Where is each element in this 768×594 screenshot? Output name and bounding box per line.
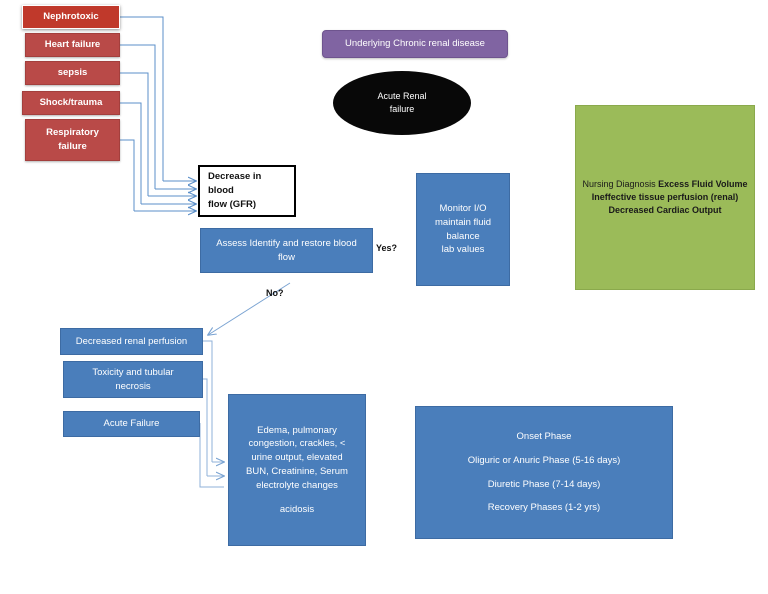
manifestations-box[interactable]: Edema, pulmonary congestion, crackles, <…: [228, 394, 366, 546]
wire-heart-failure: [120, 44, 156, 189]
phases-box[interactable]: Onset Phase Oliguric or Anuric Phase (5-…: [415, 406, 673, 539]
phases-spacer-2: [421, 468, 667, 478]
acute-renal-failure-label: Acute Renal failure: [377, 90, 427, 114]
manifestations-content: Edema, pulmonary congestion, crackles, <…: [229, 424, 365, 517]
mechanism-label-acute-failure: Acute Failure: [103, 418, 160, 430]
nursing-diagnosis-line-1: Nursing Diagnosis: [582, 178, 656, 189]
cause-label-shock-trauma: Shock/trauma: [39, 97, 103, 109]
nursing-diagnosis-line-3: Ineffective tissue perfusion (renal): [591, 191, 739, 202]
cause-label-heart-failure: Heart failure: [44, 39, 101, 51]
nursing-diagnosis-box[interactable]: Nursing Diagnosis Excess Fluid Volume In…: [575, 105, 755, 290]
wire-shock-trauma: [120, 102, 142, 204]
mechanism-box-toxicity-tubular-necrosis[interactable]: Toxicity and tubular necrosis: [63, 361, 203, 398]
mechanism-label-decreased-renal-perfusion: Decreased renal perfusion: [75, 335, 188, 347]
mechanism-box-acute-failure[interactable]: Acute Failure: [63, 411, 200, 437]
wire-nephrotoxic: [120, 16, 164, 181]
cause-box-heart-failure[interactable]: Heart failure: [25, 33, 120, 57]
assess-restore-blood-flow-label: Assess Identify and restore blood flow: [216, 237, 357, 263]
wire-sepsis: [120, 72, 149, 196]
manifestations-spacer: [234, 493, 360, 503]
monitor-io-label: Monitor I/O maintain fluid balance lab v…: [435, 202, 491, 256]
wire-acute-failure: [199, 423, 224, 488]
wire-respiratory-failure: [120, 139, 135, 211]
cause-box-nephrotoxic[interactable]: Nephrotoxic: [22, 5, 120, 29]
mechanism-box-decreased-renal-perfusion[interactable]: Decreased renal perfusion: [60, 328, 203, 355]
cause-box-sepsis[interactable]: sepsis: [25, 61, 120, 85]
monitor-io-box[interactable]: Monitor I/O maintain fluid balance lab v…: [416, 173, 510, 286]
phases-spacer-3: [421, 491, 667, 501]
chronic-renal-disease-box[interactable]: Underlying Chronic renal disease: [322, 30, 508, 58]
assess-restore-blood-flow-box[interactable]: Assess Identify and restore blood flow: [200, 228, 373, 273]
wire-no-branch: [208, 282, 291, 335]
cause-label-nephrotoxic: Nephrotoxic: [43, 11, 99, 23]
cause-box-shock-trauma[interactable]: Shock/trauma: [22, 91, 120, 115]
decrease-blood-flow-label: Decrease in blood flow (GFR): [208, 171, 262, 210]
chronic-renal-disease-label: Underlying Chronic renal disease: [345, 38, 485, 50]
cause-box-respiratory-failure[interactable]: Respiratory failure: [25, 119, 120, 161]
cause-label-sepsis: sepsis: [57, 67, 88, 79]
nursing-diagnosis-line-4: Decreased Cardiac Output: [608, 205, 722, 216]
nursing-diagnosis-line-2: Excess Fluid Volume: [658, 178, 748, 189]
mechanism-label-toxicity-tubular-necrosis: Toxicity and tubular necrosis: [92, 366, 174, 392]
nursing-diagnosis-content: Nursing Diagnosis Excess Fluid Volume In…: [576, 178, 754, 217]
cause-label-respiratory-failure: Respiratory failure: [46, 127, 99, 152]
branch-label-no: No?: [266, 288, 284, 298]
wire-renal-perfusion: [203, 340, 213, 462]
wire-toxicity: [203, 378, 208, 476]
acute-renal-failure-ellipse[interactable]: Acute Renal failure: [333, 71, 471, 135]
decrease-blood-flow-box[interactable]: Decrease in blood flow (GFR): [198, 165, 296, 217]
phases-content: Onset Phase Oliguric or Anuric Phase (5-…: [416, 430, 672, 515]
phases-spacer-1: [421, 444, 667, 454]
branch-label-yes: Yes?: [376, 243, 398, 253]
